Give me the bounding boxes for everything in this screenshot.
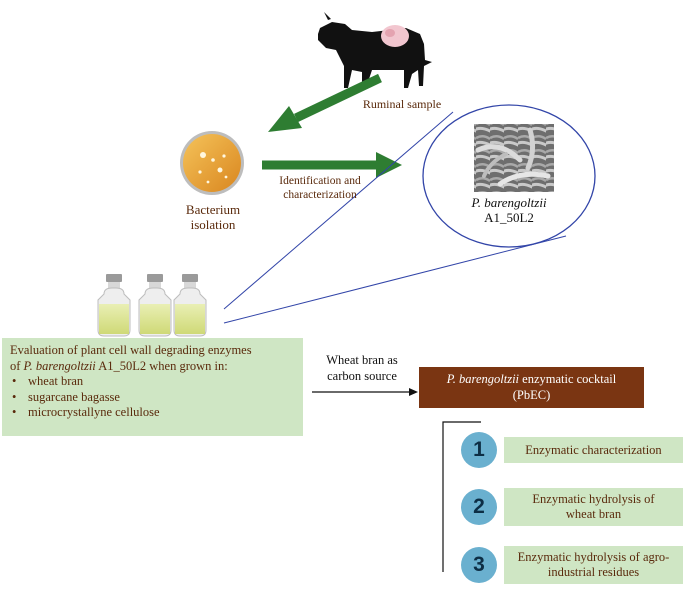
culture-bottles-icon — [97, 274, 207, 337]
petri-dish-icon — [180, 131, 244, 195]
step-3-box: Enzymatic hydrolysis of agro-industrial … — [504, 546, 683, 584]
list-item: wheat bran — [12, 374, 295, 390]
arrow-to-identification — [262, 152, 402, 178]
strain-label: P. barengoltzii A1_50L2 — [471, 195, 547, 225]
step-2-box: Enzymatic hydrolysis of wheat bran — [504, 488, 683, 526]
step-2-badge: 2 — [461, 489, 497, 525]
bacterium-isolation-label: Bacterium isolation — [185, 202, 241, 232]
sem-micrograph — [474, 124, 554, 192]
steps-connector — [442, 421, 481, 572]
list-item: sugarcane bagasse — [12, 390, 295, 406]
evaluation-box: Evaluation of plant cell wall degrading … — [2, 338, 303, 436]
evaluation-line-1: Evaluation of plant cell wall degrading … — [10, 343, 252, 357]
step-1-badge: 1 — [461, 432, 497, 468]
substrate-list: wheat bran sugarcane bagasse microcrysta… — [10, 374, 295, 421]
enzymatic-cocktail-box: P. barengoltzii enzymatic cocktail (PbEC… — [419, 367, 644, 408]
step-1-box: Enzymatic characterization — [504, 437, 683, 463]
identification-label: Identification and characterization — [279, 175, 361, 201]
carbon-source-label: Wheat bran as carbon source — [326, 353, 398, 383]
evaluation-line-2: of P. barengoltzii A1_50L2 when grown in… — [10, 358, 228, 373]
arrow-to-cocktail — [312, 388, 418, 396]
list-item: microcrystallyne cellulose — [12, 405, 295, 421]
ruminal-sample-label: Ruminal sample — [362, 97, 442, 111]
step-3-badge: 3 — [461, 547, 497, 583]
cow-icon — [318, 12, 432, 88]
arrow-to-isolation — [268, 73, 382, 132]
